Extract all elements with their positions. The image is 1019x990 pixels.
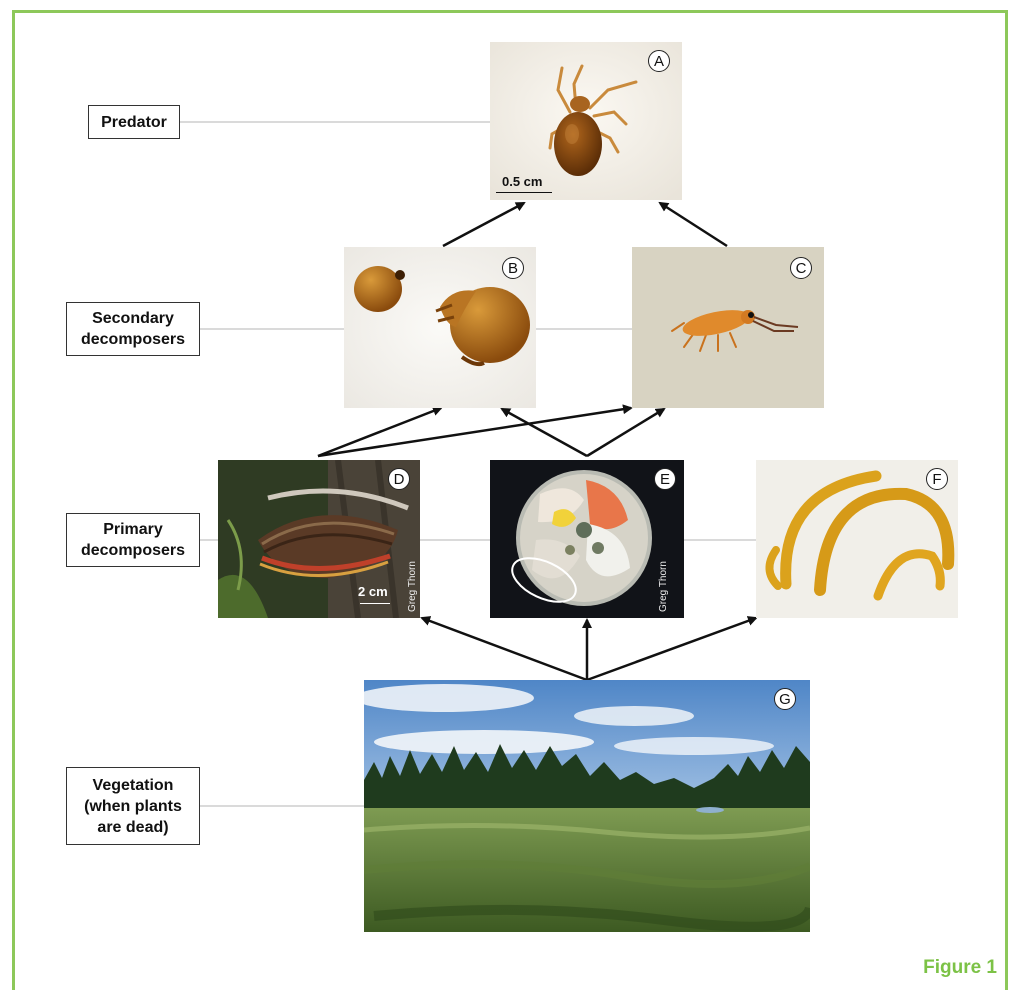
panel-d-fungus-photo: D 2 cm Greg Thorn xyxy=(218,460,420,618)
panel-e-photo-credit: Greg Thorn xyxy=(658,561,669,612)
predator-label: Predator xyxy=(88,105,180,139)
panel-d-badge: D xyxy=(388,468,410,490)
panel-a-mite-photo: A 0.5 cm xyxy=(490,42,682,200)
primary-decomposers-label: Primary decomposers xyxy=(66,513,200,567)
arrow-b-to-a xyxy=(442,201,526,248)
panel-b-oribatid-photo: B xyxy=(344,247,536,408)
panel-f-larvae-photo: F xyxy=(756,460,958,618)
petri-dish-illustration xyxy=(490,460,684,618)
arrow-e-to-b xyxy=(500,407,588,458)
arrow-d-to-c xyxy=(317,404,633,458)
figure-label: Figure 1 xyxy=(923,957,997,978)
secondary-decomposers-label: Secondary decomposers xyxy=(66,302,200,356)
arrow-d-to-b xyxy=(317,406,443,458)
panel-c-badge: C xyxy=(790,257,812,279)
larvae-illustration xyxy=(756,460,958,618)
panel-a-scale-bar xyxy=(496,192,552,193)
figure-frame xyxy=(12,10,1008,990)
panel-c-springtail-photo: C xyxy=(632,247,824,408)
panel-e-petri-dish-photo: E Greg Thorn xyxy=(490,460,684,618)
panel-d-scale-label: 2 cm xyxy=(358,584,388,599)
panel-g-vegetation-photo: G xyxy=(364,680,810,932)
panel-a-scale-label: 0.5 cm xyxy=(502,174,543,189)
bracket-fungus-illustration xyxy=(218,460,420,618)
vegetation-label: Vegetation (when plants are dead) xyxy=(66,767,200,845)
panel-a-badge: A xyxy=(648,50,670,72)
panel-g-badge: G xyxy=(774,688,796,710)
panel-d-scale-bar xyxy=(360,603,390,604)
panel-e-badge: E xyxy=(654,468,676,490)
arrow-c-to-a xyxy=(658,201,728,248)
arrow-e-to-c xyxy=(586,407,666,458)
panel-d-photo-credit: Greg Thorn xyxy=(407,561,418,612)
arrow-g-to-d xyxy=(420,616,588,682)
panel-f-badge: F xyxy=(926,468,948,490)
mite-illustration xyxy=(490,42,682,200)
panel-b-badge: B xyxy=(502,257,524,279)
arrow-g-to-f xyxy=(586,616,758,682)
bog-landscape-illustration xyxy=(364,680,810,932)
